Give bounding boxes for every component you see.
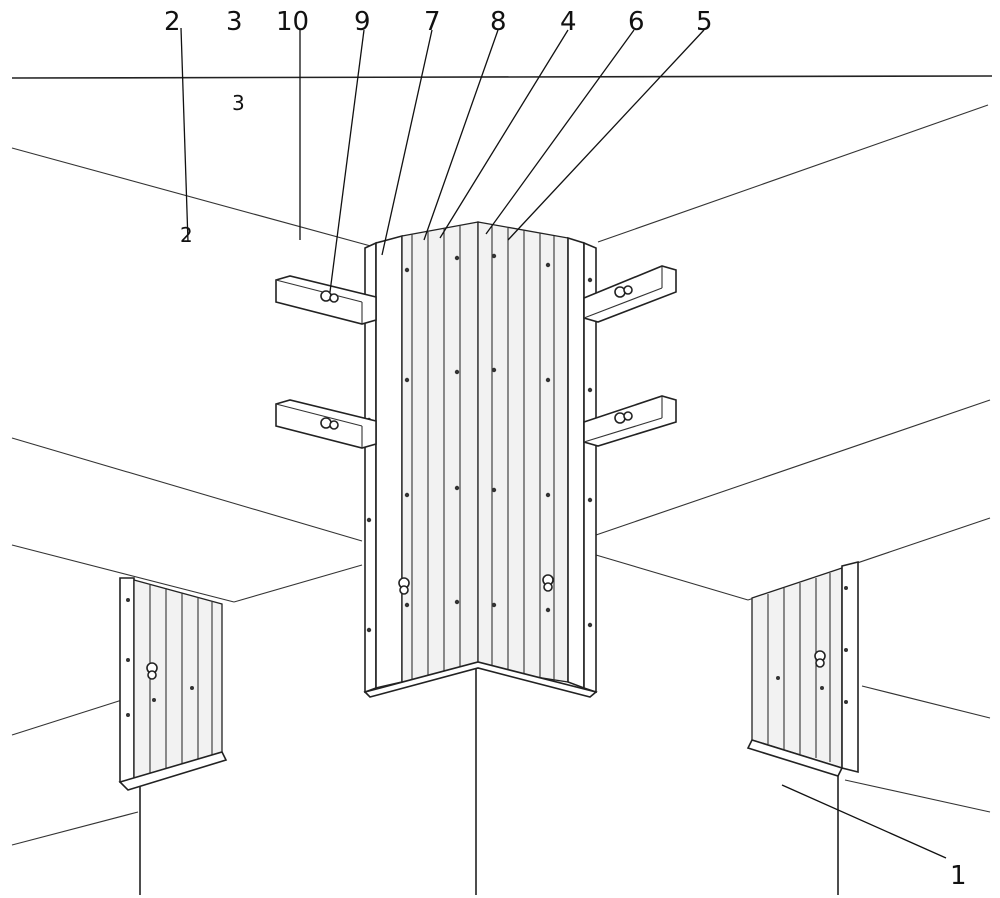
label-9: 9 [354,7,371,37]
corner-formwork [365,222,596,697]
left-beam-formwork [120,578,226,790]
label-6: 6 [628,7,645,37]
label-1: 1 [950,861,967,891]
label-4: 4 [560,7,577,37]
label-8: 8 [490,7,507,37]
right-beam-formwork [748,562,858,776]
label-2-region: 2 [180,223,193,247]
label-10: 10 [276,7,309,37]
right-upper-bracket [584,266,676,322]
label-5: 5 [696,7,713,37]
left-upper-bracket [276,276,376,324]
label-3: 3 [226,7,243,37]
label-7: 7 [424,7,441,37]
right-lower-bracket [584,396,676,446]
ceiling-line [12,76,992,78]
label-3-region: 3 [232,91,245,115]
left-lower-bracket [276,400,376,448]
label-2: 2 [164,7,181,37]
